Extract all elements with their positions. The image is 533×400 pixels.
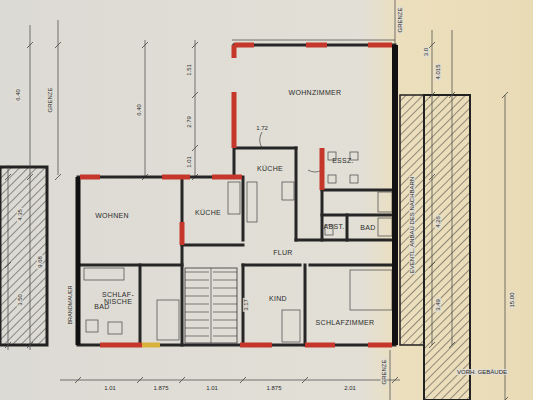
plan-annotation: 2.01 xyxy=(343,385,357,391)
plan-annotation: 1.72 xyxy=(255,125,269,131)
stair-treads xyxy=(185,268,237,343)
plan-annotation: 4.015 xyxy=(435,63,441,80)
walls xyxy=(78,45,395,345)
fixtures xyxy=(84,132,392,342)
room-label: KÜCHE xyxy=(193,208,223,217)
room-name: KIND xyxy=(269,295,287,302)
stair-outline xyxy=(185,268,237,343)
room-label: KÜCHE xyxy=(255,164,285,173)
extension-zone xyxy=(400,95,424,345)
room-name: WOHNZIMMER xyxy=(289,89,342,96)
plan-annotation: 1.51 xyxy=(186,63,192,77)
room-label: WOHNZIMMER xyxy=(287,88,344,97)
plan-annotation: 3.49 xyxy=(435,298,441,312)
plan-annotation: 6.40 xyxy=(136,103,142,117)
room-name: BAD xyxy=(94,303,109,310)
plan-annotation: 1.01 xyxy=(186,155,192,169)
window-openings xyxy=(80,45,392,345)
existing-building xyxy=(424,95,470,400)
plan-annotation: BRANDMAUER xyxy=(67,284,73,325)
plan-annotation: 4.35 xyxy=(17,208,23,222)
plan-annotation: 2.79 xyxy=(186,115,192,129)
room-name: KÜCHE xyxy=(195,209,221,216)
plan-annotation: 9.68 xyxy=(37,255,43,269)
plan-annotation: 15.00 xyxy=(509,291,515,308)
room-label: BAD xyxy=(358,223,377,232)
room-name: FLUR xyxy=(273,249,292,256)
plan-annotation: VORH. GEBÄUDE xyxy=(456,369,508,375)
plan-annotation: 3.17 xyxy=(243,298,249,312)
room-label: ESSZ. xyxy=(330,156,356,165)
plan-annotation: 3.50 xyxy=(17,293,23,307)
neighbour-building xyxy=(0,167,47,345)
room-label: BAD xyxy=(92,302,111,311)
room-name: WOHNEN xyxy=(95,212,129,219)
plan-annotation: 1.01 xyxy=(205,385,219,391)
room-label: SCHLAFZIMMER xyxy=(314,318,377,327)
plan-annotation: 1.875 xyxy=(265,385,282,391)
room-name: SCHLAFZIMMER xyxy=(316,319,375,326)
dimension-lines xyxy=(8,0,505,400)
room-label: WOHNEN xyxy=(93,211,131,220)
fire-wall xyxy=(392,45,398,345)
plan-annotation: 1.01 xyxy=(103,385,117,391)
room-name: BAD xyxy=(360,224,375,231)
plan-annotation: 4.26 xyxy=(435,215,441,229)
plan-annotation: 6.40 xyxy=(15,88,21,102)
plan-annotation: 1.875 xyxy=(152,385,169,391)
room-label: FLUR xyxy=(271,248,294,257)
room-name: ESSZ. xyxy=(332,157,354,164)
room-name: KÜCHE xyxy=(257,165,283,172)
plan-annotation: GRENZE xyxy=(47,86,53,113)
plan-annotation: GRENZE xyxy=(397,6,403,33)
room-name: ABST. xyxy=(324,223,345,230)
plan-annotation: EVENTL. ANBAU DES NACHBARN xyxy=(409,176,415,274)
fire-wall xyxy=(76,177,81,345)
dimension-ticks xyxy=(5,42,508,400)
plan-annotation: 3.0 xyxy=(423,47,429,57)
door-opening xyxy=(142,343,160,348)
room-label: ABST. xyxy=(322,222,347,231)
plan-annotation: GRENZE xyxy=(381,358,387,385)
room-label: KIND xyxy=(267,294,289,303)
